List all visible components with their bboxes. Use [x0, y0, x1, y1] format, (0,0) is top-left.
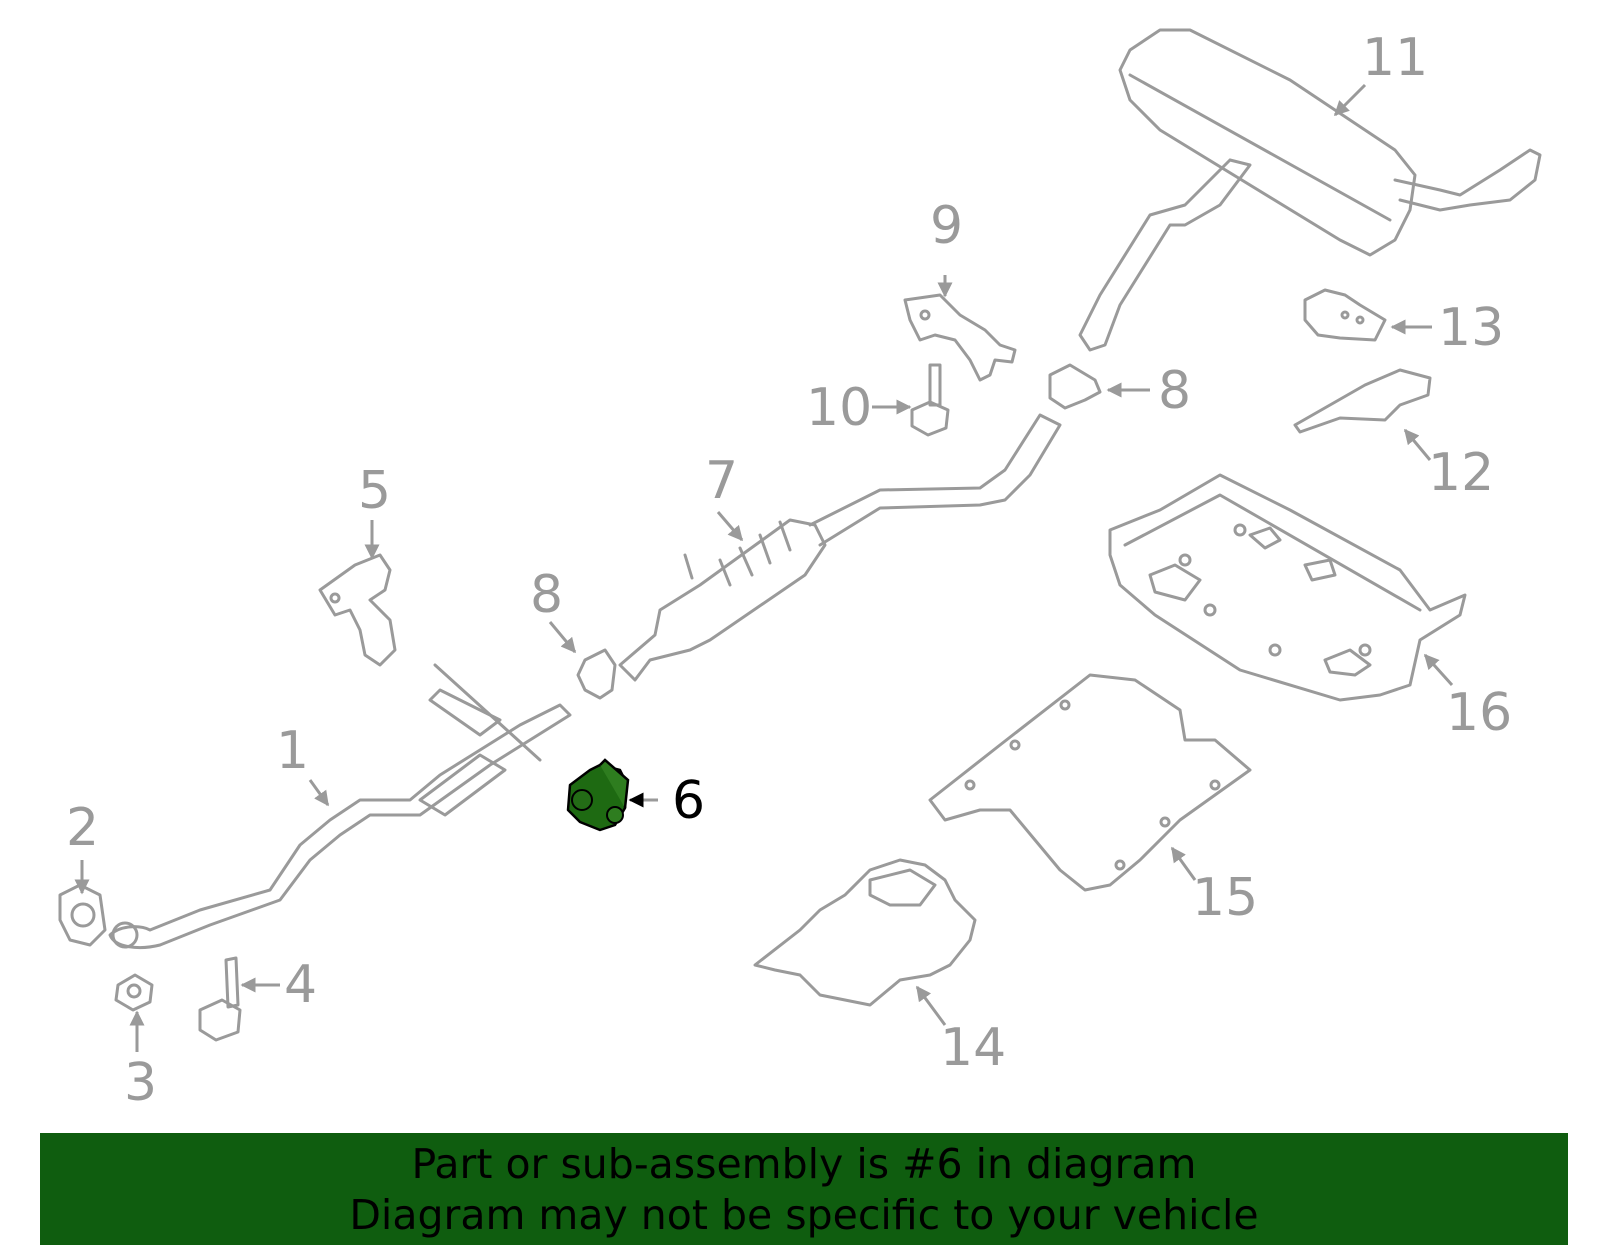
part-10-bolt[interactable]	[910, 363, 950, 437]
part-2-gasket[interactable]	[58, 883, 107, 947]
callout-1[interactable]: 1	[276, 721, 309, 781]
part-5-bracket[interactable]	[318, 553, 397, 667]
part-11-muffler[interactable]	[1078, 28, 1542, 352]
part-7-middle-pipe[interactable]	[618, 413, 1062, 682]
callout-7[interactable]: 7	[705, 451, 738, 511]
callout-13[interactable]: 13	[1438, 298, 1504, 358]
callout-4[interactable]: 4	[284, 955, 317, 1015]
callout-6[interactable]: 6	[672, 771, 705, 831]
banner-line-2: Diagram may not be specific to your vehi…	[349, 1191, 1259, 1239]
callout-5[interactable]: 5	[358, 461, 391, 521]
part-13-isolator[interactable]	[1303, 288, 1387, 342]
callout-10[interactable]: 10	[806, 378, 872, 438]
info-banner: Part or sub-assembly is #6 in diagram Di…	[40, 1133, 1568, 1245]
part-3-nut[interactable]	[114, 973, 154, 1012]
part-1-front-pipe[interactable]	[108, 663, 572, 949]
part-6-highlighted[interactable]	[566, 758, 630, 832]
callout-labels: 1 2 3 4 5 6 7 8 8 9 10 11 12 13 14 15 16	[66, 28, 1512, 1113]
callout-11[interactable]: 11	[1362, 28, 1428, 88]
part-14-heat-shield[interactable]	[753, 858, 977, 1007]
callout-12[interactable]: 12	[1428, 443, 1494, 503]
part-4-bolt[interactable]	[198, 956, 242, 1042]
callout-15[interactable]: 15	[1192, 868, 1258, 928]
part-8-hanger-upper[interactable]	[1048, 363, 1102, 410]
part-8-hanger-lower[interactable]	[576, 648, 617, 700]
callout-8-upper[interactable]: 8	[1158, 361, 1191, 421]
banner-line-1: Part or sub-assembly is #6 in diagram	[411, 1140, 1197, 1188]
part-12-bracket[interactable]	[1293, 368, 1432, 434]
callout-9[interactable]: 9	[930, 196, 963, 256]
callout-3[interactable]: 3	[124, 1053, 157, 1113]
callout-8-lower[interactable]: 8	[530, 565, 563, 625]
part-9-bracket[interactable]	[903, 293, 1017, 382]
callout-14[interactable]: 14	[940, 1018, 1006, 1078]
part-16-skid-plate[interactable]	[1108, 473, 1467, 702]
callout-2[interactable]: 2	[66, 798, 99, 858]
leader-arrows	[74, 83, 1454, 1052]
callout-16[interactable]: 16	[1446, 683, 1512, 743]
part-15-heat-shield[interactable]	[928, 673, 1252, 892]
